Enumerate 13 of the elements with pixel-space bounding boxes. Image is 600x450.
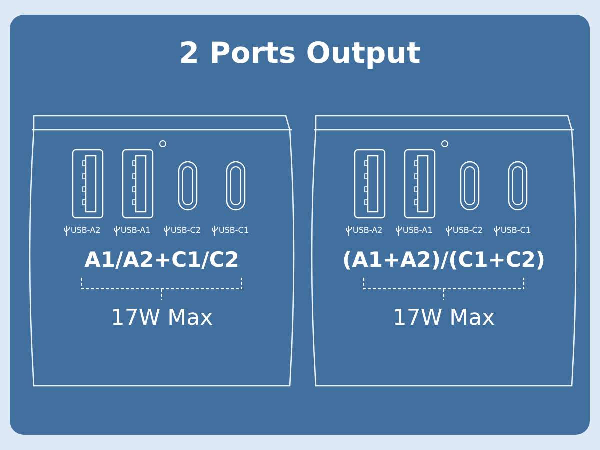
port-label: USB-C2 (453, 226, 483, 235)
power-rating-text: 17W Max (110, 306, 214, 331)
port-label: USB-A1 (403, 226, 433, 235)
port-label: USB-C2 (171, 226, 201, 235)
port-label: USB-A2 (71, 226, 101, 235)
port-combination-text: A1/A2+C1/C2 (84, 248, 240, 272)
port-label: USB-A2 (353, 226, 383, 235)
port-label: USB-C1 (219, 226, 249, 235)
port-label: USB-C1 (501, 226, 531, 235)
port-label: USB-A1 (121, 226, 151, 235)
port-combination-text: (A1+A2)/(C1+C2) (341, 248, 547, 272)
power-rating-text: 17W Max (392, 306, 496, 331)
title: 2 Ports Output (178, 36, 422, 70)
